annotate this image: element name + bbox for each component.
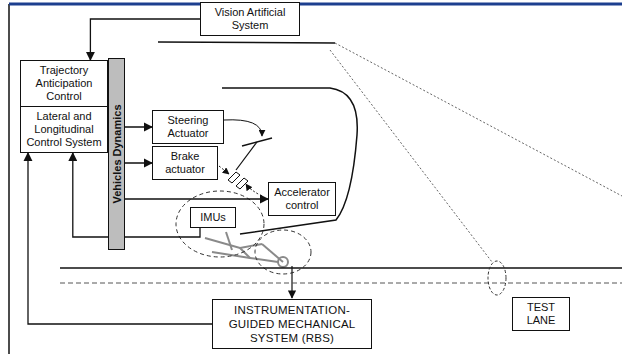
- node-label: Accelerator control: [273, 186, 331, 212]
- node-label: Steering Actuator: [157, 114, 219, 140]
- frame-line: [9, 3, 622, 6]
- sensor-box: IMUs: [190, 207, 236, 228]
- node-label: TEST LANE: [517, 301, 565, 327]
- label-box: TEST LANE: [512, 297, 570, 331]
- car-body: [222, 88, 357, 234]
- system-box: INSTRUMENTATION-GUIDED MECHANICAL SYSTEM…: [212, 299, 372, 349]
- actuator-box: Steering Actuator: [152, 110, 224, 144]
- view-line: [335, 43, 622, 196]
- connector-arrow: [108, 148, 268, 199]
- frame-line: [8, 4, 10, 354]
- actuator-box: Brake actuator: [152, 146, 218, 180]
- node-label: Lateral and Longitudinal Control System: [25, 110, 103, 149]
- suspension-sketch: [205, 232, 288, 267]
- road-line: [60, 267, 622, 269]
- brake-link: [219, 166, 229, 174]
- steering-link: [224, 120, 262, 136]
- brake-pedal: [228, 172, 240, 183]
- node-label: INSTRUMENTATION-GUIDED MECHANICAL SYSTEM…: [217, 303, 367, 345]
- node-label: IMUs: [195, 211, 231, 224]
- connector-arrow: [90, 19, 200, 60]
- node-label: Trajectory Anticipation Control: [25, 64, 103, 103]
- node-label: Vision Artificial System: [205, 6, 295, 32]
- accelerator-pedal: [236, 178, 248, 189]
- rbs-pointer: [291, 266, 292, 298]
- control-box: Accelerator control: [268, 182, 336, 216]
- node-label: Vehicles Dynamics: [110, 104, 123, 203]
- steering-column: [236, 142, 257, 170]
- car-roof: [158, 42, 335, 43]
- lane-marker: [488, 261, 506, 295]
- dynamics-band: Vehicles Dynamics: [108, 58, 125, 250]
- system-box: Vision Artificial System: [200, 2, 300, 36]
- process-box: Trajectory Anticipation Control: [20, 60, 108, 107]
- process-box: Lateral and Longitudinal Control System: [20, 106, 108, 153]
- node-label: Brake actuator: [157, 150, 213, 176]
- lane-line: [60, 283, 622, 284]
- imu-region: [176, 191, 264, 257]
- accelerator-link: [246, 184, 262, 196]
